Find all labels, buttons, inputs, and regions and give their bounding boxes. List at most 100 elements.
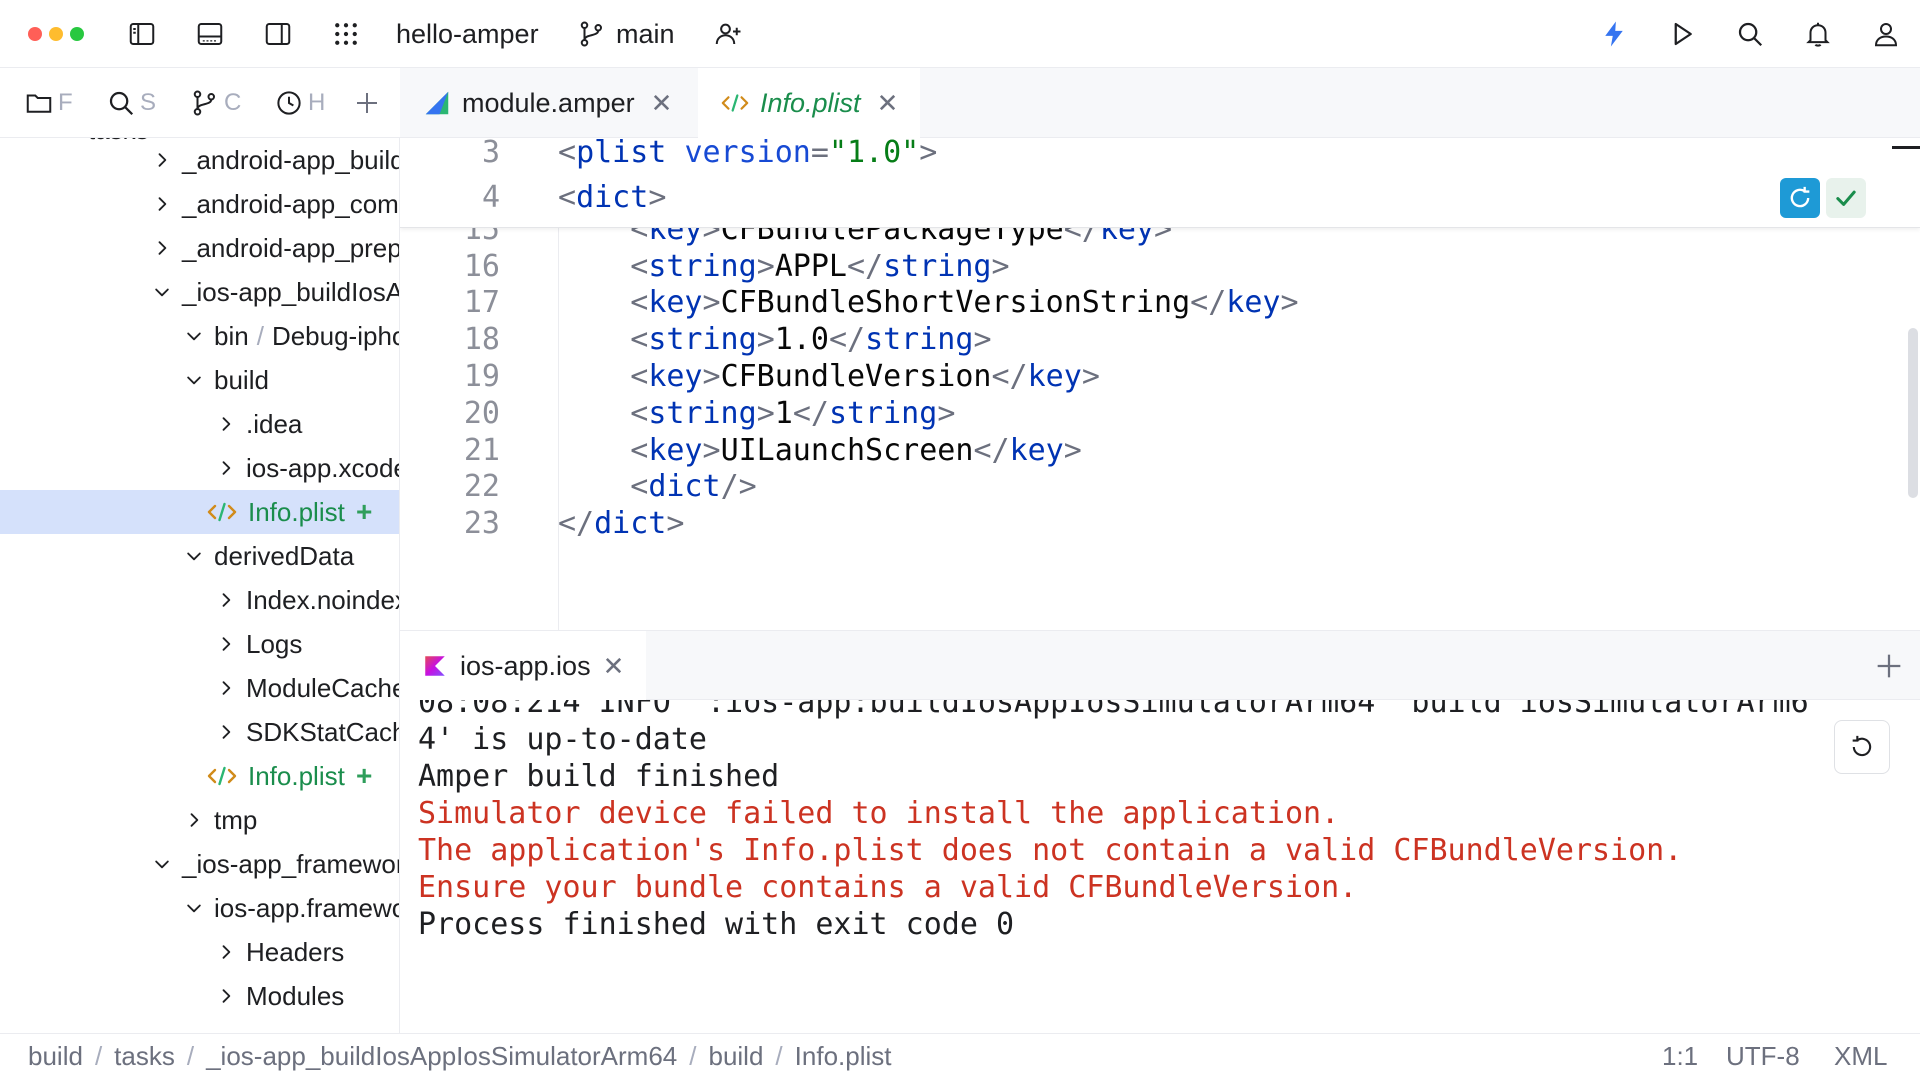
chevron-down-icon[interactable] <box>148 842 176 886</box>
close-tab-icon[interactable]: ✕ <box>650 87 673 118</box>
chevron-right-icon[interactable] <box>212 402 240 446</box>
new-run-tab-plus-icon[interactable] <box>1872 649 1906 683</box>
account-user-icon[interactable] <box>1866 14 1906 54</box>
breadcrumb-item[interactable]: tasks <box>114 1041 175 1071</box>
code-token: > <box>1081 359 1100 394</box>
code-editor[interactable]: 14 <string>$(PRODUCT_NAME)</string>15 <k… <box>400 138 1920 630</box>
chevron-right-icon[interactable] <box>212 930 240 974</box>
rerun-button[interactable] <box>1834 720 1890 774</box>
code-line[interactable]: 20 <string>1</string> <box>400 391 1920 436</box>
breadcrumb-item[interactable]: build <box>28 1041 83 1071</box>
code-line[interactable]: 3<plist version="1.0"> <box>400 138 1920 175</box>
tree-item[interactable]: Info.plist+ <box>0 490 399 534</box>
notifications-bell-icon[interactable] <box>1798 14 1838 54</box>
code-line[interactable]: 18 <string>1.0</string> <box>400 317 1920 362</box>
add-tool-tab-button[interactable] <box>352 86 388 120</box>
main-menu-grid-icon[interactable] <box>326 14 366 54</box>
code-line[interactable]: 16 <string>APPL</string> <box>400 244 1920 289</box>
build-lightning-icon[interactable] <box>1594 14 1634 54</box>
right-panel-toggle-icon[interactable] <box>258 14 298 54</box>
code-text: <key>CFBundleShortVersionString</key> <box>558 280 1298 325</box>
chevron-down-icon[interactable] <box>180 314 208 358</box>
code-line[interactable]: 17 <key>CFBundleShortVersionString</key> <box>400 280 1920 325</box>
tree-item[interactable]: tmp <box>0 798 399 842</box>
code-line[interactable]: 22 <dict/> <box>400 464 1920 509</box>
sticky-lines[interactable]: 3<plist version="1.0">4<dict> <box>400 138 1920 228</box>
tree-item[interactable]: derivedData <box>0 534 399 578</box>
project-name[interactable]: hello-amper <box>396 19 539 49</box>
run-console[interactable]: 08:08:214 INFO :ios-app:buildIosAppIosSi… <box>400 700 1920 1033</box>
tool-tab-search[interactable]: S <box>106 86 162 120</box>
file-encoding[interactable]: UTF-8 <box>1726 1041 1800 1071</box>
inspection-ok-button[interactable] <box>1826 178 1866 218</box>
close-tab-icon[interactable]: ✕ <box>876 87 899 118</box>
line-number: 17 <box>463 285 500 321</box>
chevron-right-icon[interactable] <box>148 226 176 270</box>
tool-tab-project[interactable]: F <box>24 86 80 120</box>
caret-position[interactable]: 1:1 <box>1662 1041 1699 1071</box>
chevron-right-icon[interactable] <box>180 798 208 842</box>
reload-file-button[interactable] <box>1780 178 1820 218</box>
tree-item[interactable]: Index.noindex/Da <box>0 578 399 622</box>
tree-item[interactable]: ModuleCache.noi <box>0 666 399 710</box>
code-line[interactable]: 19 <key>CFBundleVersion</key> <box>400 354 1920 399</box>
chevron-right-icon[interactable] <box>212 578 240 622</box>
code-line[interactable]: 4<dict> <box>400 175 1920 220</box>
tab-info-plist[interactable]: Info.plist ✕ <box>698 68 921 138</box>
tree-item[interactable]: _android-app_prepareA <box>0 226 399 270</box>
chevron-right-icon[interactable] <box>212 622 240 666</box>
tree-item[interactable]: Headers <box>0 930 399 974</box>
chevron-down-icon[interactable] <box>180 358 208 402</box>
breadcrumb-item[interactable]: _ios-app_buildIosAppIosSimulatorArm64 <box>206 1041 678 1071</box>
file-language[interactable]: XML <box>1834 1041 1888 1071</box>
tree-item[interactable]: _android-app_buildAnd <box>0 138 399 182</box>
tree-item-name: ModuleCache.noi <box>246 673 399 703</box>
chevron-right-icon[interactable] <box>212 666 240 710</box>
run-icon[interactable] <box>1662 14 1702 54</box>
tree-item[interactable]: _ios-app_frameworkIos <box>0 842 399 886</box>
chevron-right-icon[interactable] <box>212 710 240 754</box>
run-tab-ios-app[interactable]: ios-app.ios ✕ <box>400 631 647 701</box>
branch-icon[interactable] <box>572 14 612 54</box>
tool-tab-commit[interactable]: C <box>190 86 246 120</box>
left-panel-toggle-icon[interactable] <box>122 14 162 54</box>
tree-item[interactable]: bin/Debug-iphones <box>0 314 399 358</box>
chevron-right-icon[interactable] <box>212 446 240 490</box>
chevron-down-icon[interactable] <box>148 270 176 314</box>
code-token <box>558 396 630 431</box>
zoom-window-button[interactable] <box>70 27 84 41</box>
tree-item[interactable]: .idea <box>0 402 399 446</box>
tree-item[interactable]: Info.plist+ <box>0 754 399 798</box>
chevron-down-icon[interactable] <box>180 886 208 930</box>
close-window-button[interactable] <box>28 27 42 41</box>
chevron-right-icon[interactable] <box>148 182 176 226</box>
code-token: </ <box>973 432 1010 468</box>
chevron-right-icon[interactable] <box>212 974 240 1018</box>
code-token: "1.0" <box>828 138 920 170</box>
code-line[interactable]: 21 <key>UILaunchScreen</key> <box>400 428 1920 473</box>
branch-name[interactable]: main <box>616 19 675 49</box>
add-user-icon[interactable] <box>708 14 748 54</box>
close-run-tab-icon[interactable]: ✕ <box>602 650 625 681</box>
code-line[interactable]: 23</dict> <box>400 501 1920 546</box>
tree-item[interactable]: ios-app.xcodepro <box>0 446 399 490</box>
bottom-panel-toggle-icon[interactable] <box>190 14 230 54</box>
tree-item[interactable]: Modules <box>0 974 399 1018</box>
tab-module-amper[interactable]: module.amper ✕ <box>400 68 694 138</box>
code-token: < <box>630 432 649 468</box>
chevron-right-icon[interactable] <box>148 138 176 182</box>
breadcrumb-item[interactable]: Info.plist <box>794 1041 892 1071</box>
tree-item[interactable]: SDKStatCaches.n <box>0 710 399 754</box>
search-icon[interactable] <box>1730 14 1770 54</box>
tree-item[interactable]: _ios-app_buildIosAppIo <box>0 270 399 314</box>
tool-tab-history[interactable]: H <box>274 86 330 120</box>
tree-item[interactable]: _android-app_compileA <box>0 182 399 226</box>
tree-item[interactable]: Logs <box>0 622 399 666</box>
tree-item[interactable]: build <box>0 358 399 402</box>
chevron-down-icon[interactable] <box>180 534 208 578</box>
code-token: < <box>558 180 577 215</box>
tree-item[interactable]: ios-app.framework <box>0 886 399 930</box>
breadcrumb-item[interactable]: build <box>708 1041 764 1071</box>
editor-scrollbar[interactable] <box>1908 328 1918 498</box>
minimize-window-button[interactable] <box>49 27 63 41</box>
